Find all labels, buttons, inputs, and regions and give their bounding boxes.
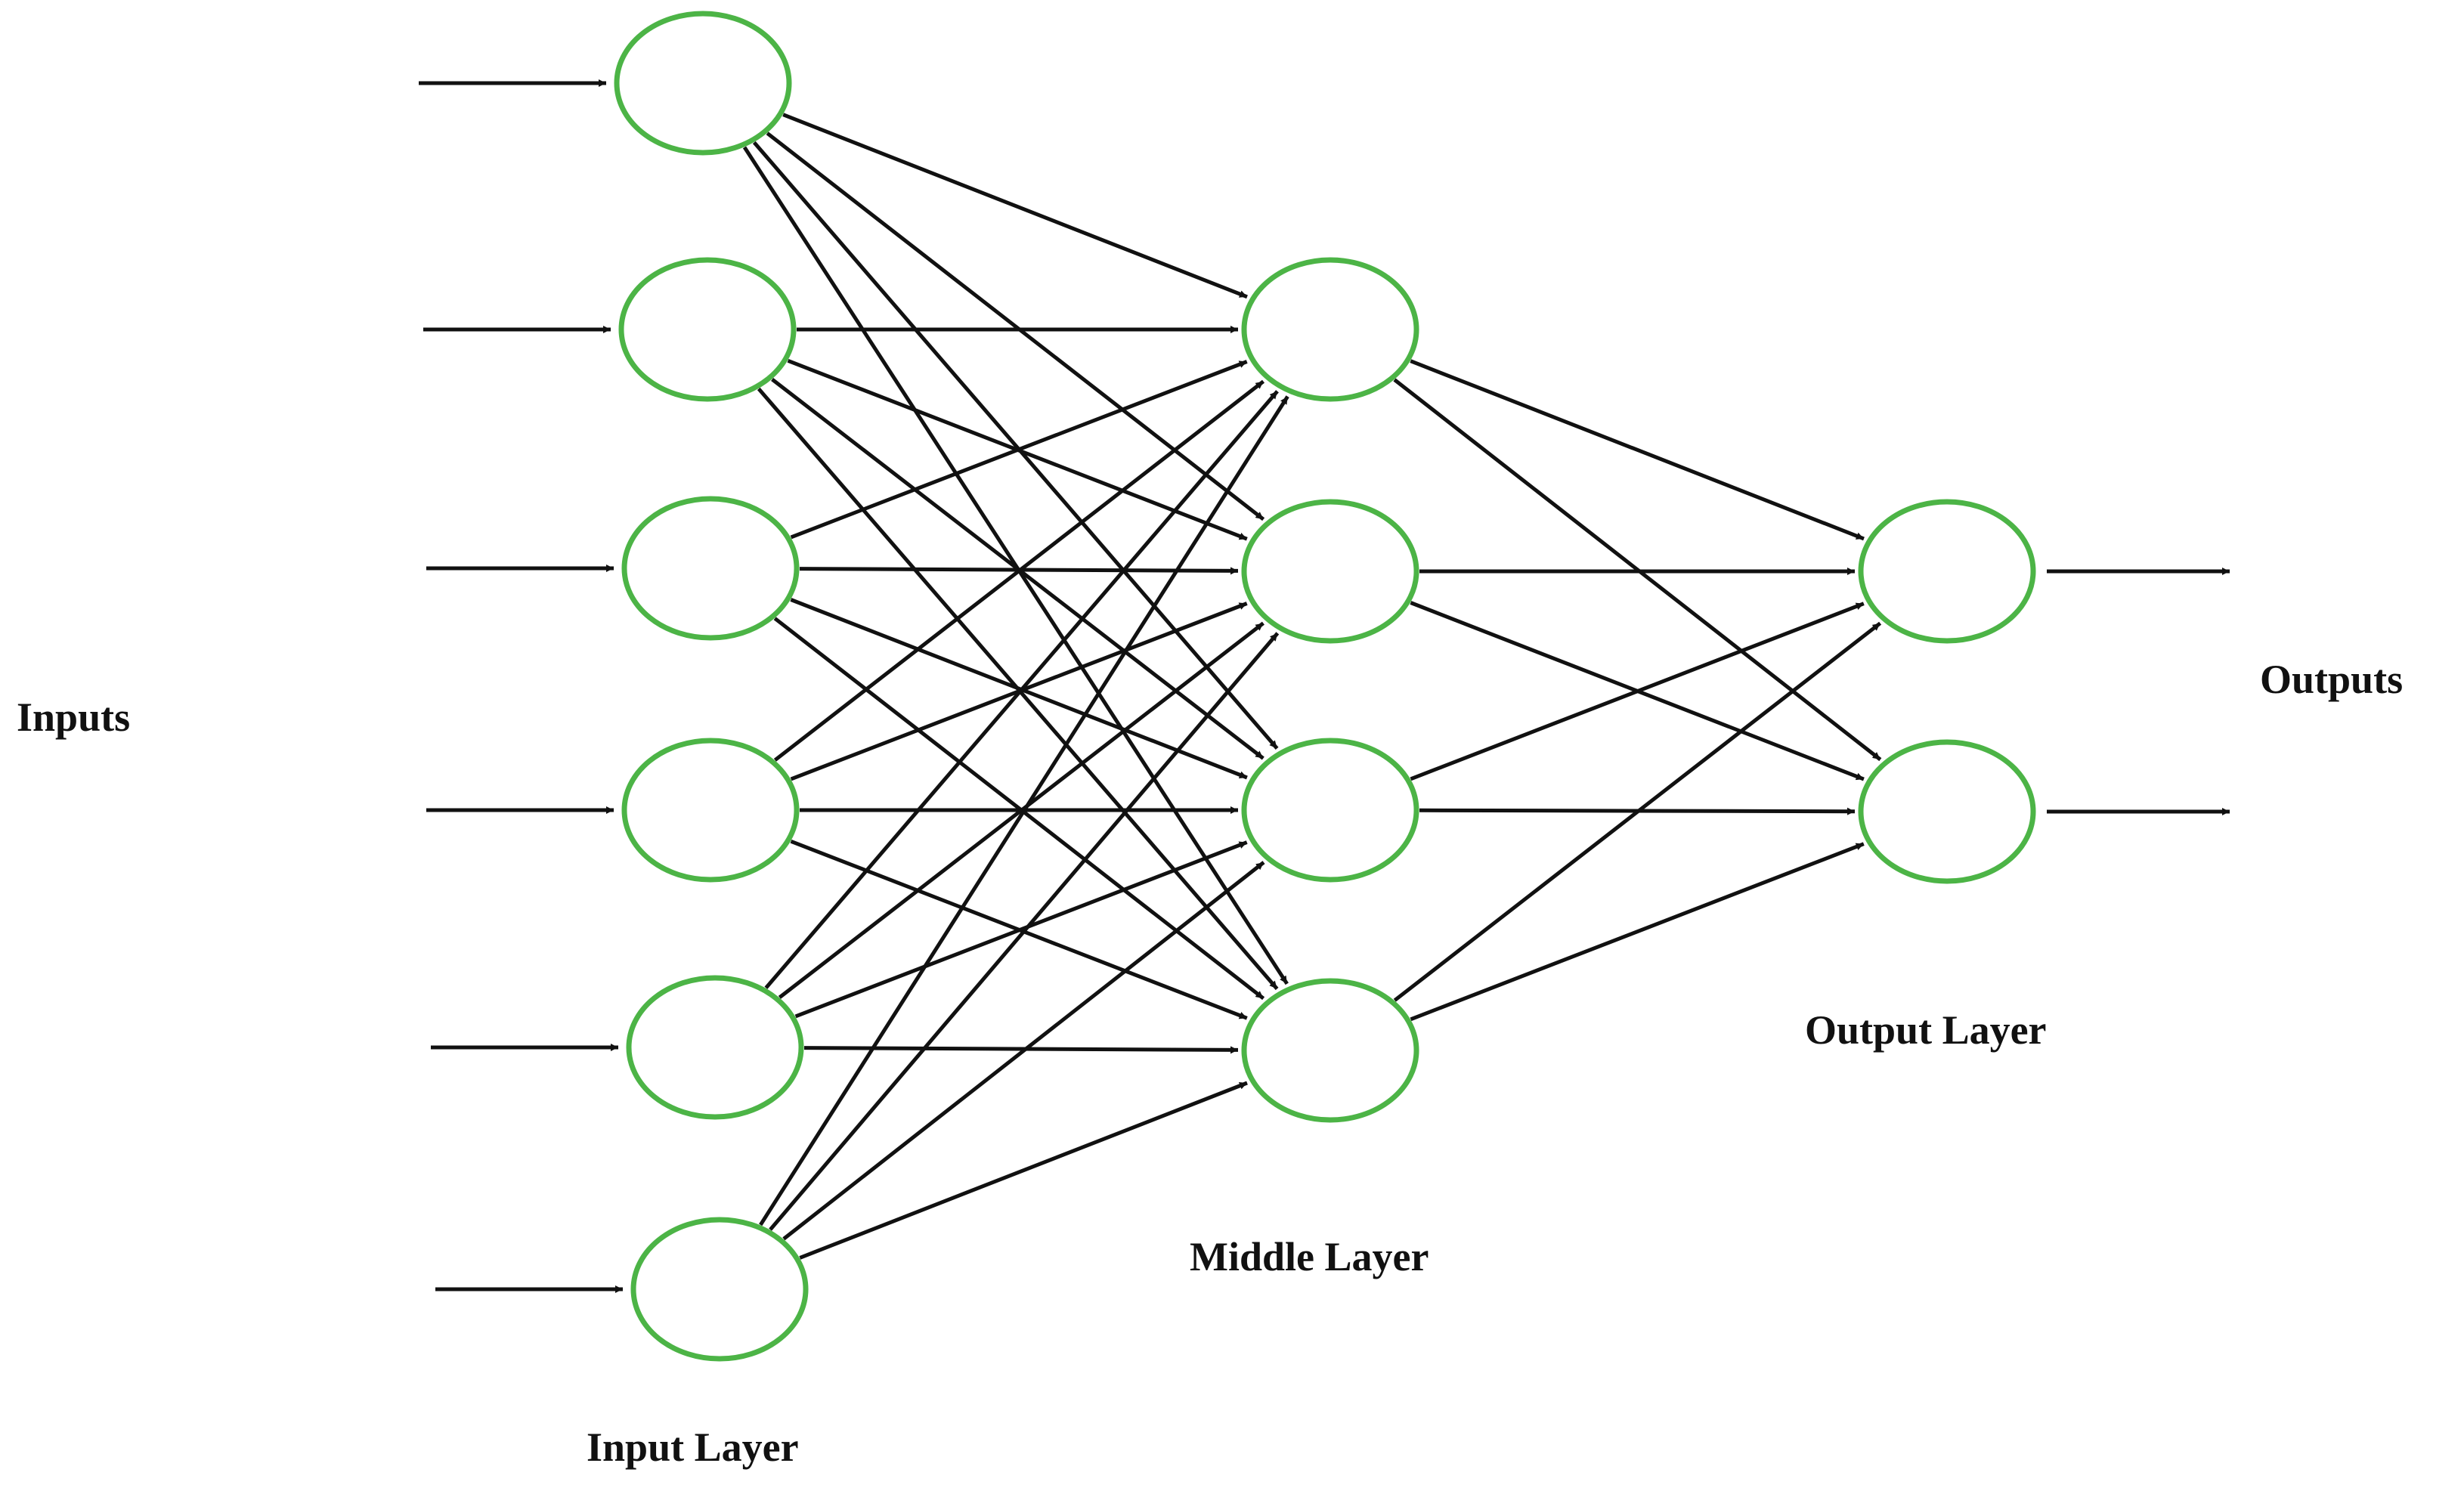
input-to-middle-edge <box>769 632 1280 1231</box>
input-to-middle-edge <box>766 131 1265 521</box>
input-layer-node <box>630 1217 809 1362</box>
input-to-middle-edge <box>778 621 1265 999</box>
middle-to-output-edge <box>1393 621 1882 1002</box>
input-to-middle-edge <box>773 379 1265 762</box>
output-layer-node <box>1858 499 2036 644</box>
input-layer-node <box>618 257 797 402</box>
connections <box>742 113 1882 1260</box>
input-layer-node <box>626 975 804 1120</box>
middle-to-output-edge <box>1410 842 1865 1022</box>
input-to-middle-edge <box>764 390 1279 989</box>
input-layer-node <box>614 11 792 156</box>
input-to-middle-edge <box>794 840 1248 1019</box>
middle-layer-label: Middle Layer <box>1190 1234 1429 1279</box>
io-arrows <box>419 79 2230 1293</box>
input-to-middle-edge <box>790 598 1248 780</box>
input-to-middle-edge <box>782 113 1248 299</box>
output-layer-label: Output Layer <box>1805 1007 2047 1053</box>
middle-layer-node <box>1241 978 1419 1123</box>
middle-layer-node <box>1241 738 1419 883</box>
input-to-middle-edge <box>790 360 1248 540</box>
input-layer-node <box>621 496 800 641</box>
middle-layer-node <box>1241 257 1419 402</box>
inputs-label: Inputs <box>17 694 131 740</box>
output-layer-node <box>1858 739 2036 884</box>
input-to-middle-edge <box>803 1046 1239 1054</box>
nodes <box>614 11 2036 1362</box>
input-to-middle-edge <box>752 141 1279 750</box>
outputs-label: Outputs <box>2260 657 2404 702</box>
input-layer-node <box>621 738 800 883</box>
input-to-middle-edge <box>782 861 1265 1241</box>
input-to-middle-edge <box>799 1081 1248 1260</box>
input-layer-label: Input Layer <box>587 1424 799 1470</box>
middle-to-output-edge <box>1410 602 1865 781</box>
middle-layer-node <box>1241 499 1419 644</box>
middle-to-output-edge <box>1410 359 1865 541</box>
input-to-middle-edge <box>759 395 1289 1227</box>
